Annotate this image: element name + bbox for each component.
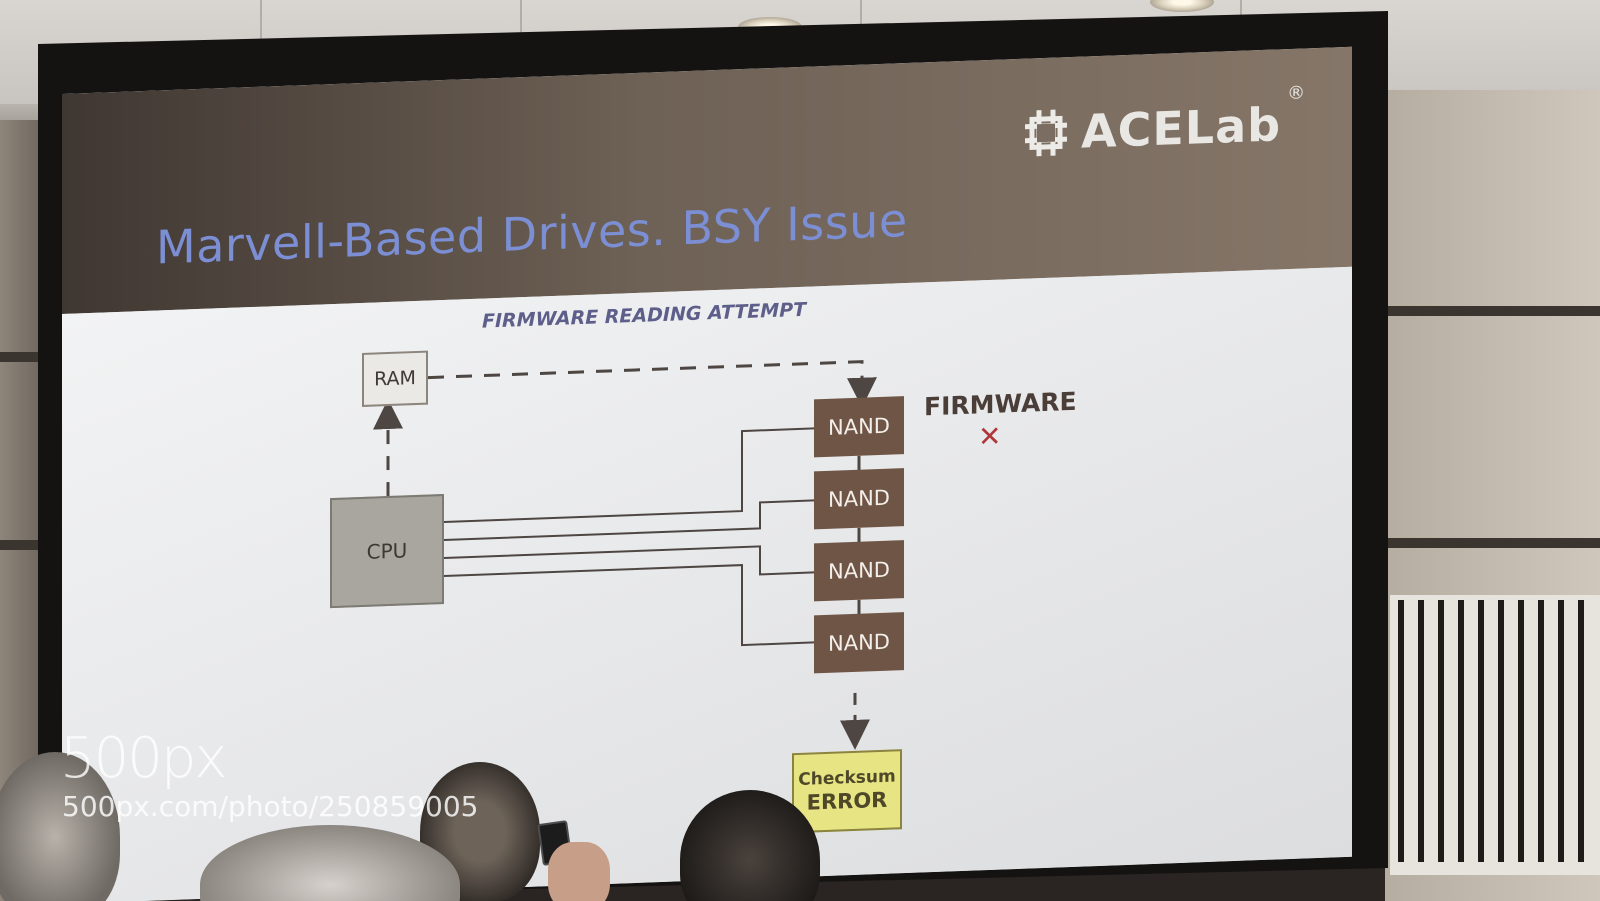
acelab-logo: ACELab ®: [1017, 82, 1305, 169]
acelab-logo-icon: [1017, 103, 1075, 163]
radiator-slat: [1538, 600, 1544, 862]
watermark-url: 500px.com/photo/250859005: [62, 790, 479, 823]
slide-header: ACELab ® Marvell-Based Drives. BSY Issue: [62, 46, 1352, 314]
registered-mark: ®: [1287, 82, 1306, 105]
radiator-slat: [1578, 600, 1584, 862]
audience-head: [0, 752, 120, 901]
nand-box-4: NAND: [814, 612, 904, 674]
slide-body: FIRMWARE READING ATTEMPT RAM CPU NAND NA…: [62, 266, 1352, 901]
audience-head: [680, 790, 820, 901]
diagram-connectors: [373, 360, 877, 750]
projection-screen: ACELab ® Marvell-Based Drives. BSY Issue: [62, 46, 1352, 901]
bus-line-4: [444, 564, 814, 647]
radiator-slat: [1478, 600, 1484, 862]
ram-to-nand-dashed-link: [428, 360, 877, 408]
ram-box: RAM: [362, 350, 428, 407]
audience-hand: [548, 842, 610, 901]
wall-panel-seam: [0, 352, 70, 362]
watermark-logo: 500px: [60, 726, 228, 791]
radiator-slat: [1458, 600, 1464, 862]
cross-icon: ✕: [978, 419, 1002, 454]
radiator-slat: [1498, 600, 1504, 862]
radiator-slat: [1438, 600, 1444, 862]
nand-box-1: NAND: [814, 396, 904, 458]
bus-line-2: [444, 499, 814, 541]
wall-panel-seam: [1385, 306, 1600, 316]
nand-box-3: NAND: [814, 540, 904, 602]
radiator-slat: [1398, 600, 1404, 862]
error-label: ERROR: [806, 787, 888, 815]
logo-text: ACELab: [1081, 97, 1282, 159]
slide-title: Marvell-Based Drives. BSY Issue: [156, 192, 908, 275]
ceiling-light: [1150, 0, 1214, 12]
radiator-slat: [1558, 600, 1564, 862]
wall-panel-seam: [1385, 538, 1600, 548]
bus-line-1: [444, 427, 814, 523]
watermark-logo-text: 500px: [60, 726, 228, 791]
radiator-slat: [1518, 600, 1524, 862]
firmware-diagram: FIRMWARE READING ATTEMPT RAM CPU NAND NA…: [62, 267, 1352, 901]
cpu-box: CPU: [330, 493, 444, 609]
nand-box-2: NAND: [814, 468, 904, 530]
firmware-label: FIRMWARE: [924, 386, 1077, 422]
radiator-slat: [1418, 600, 1424, 862]
wall-panel-seam: [0, 540, 70, 550]
bus-line-3: [444, 545, 814, 576]
wall-radiator: [1390, 595, 1600, 875]
